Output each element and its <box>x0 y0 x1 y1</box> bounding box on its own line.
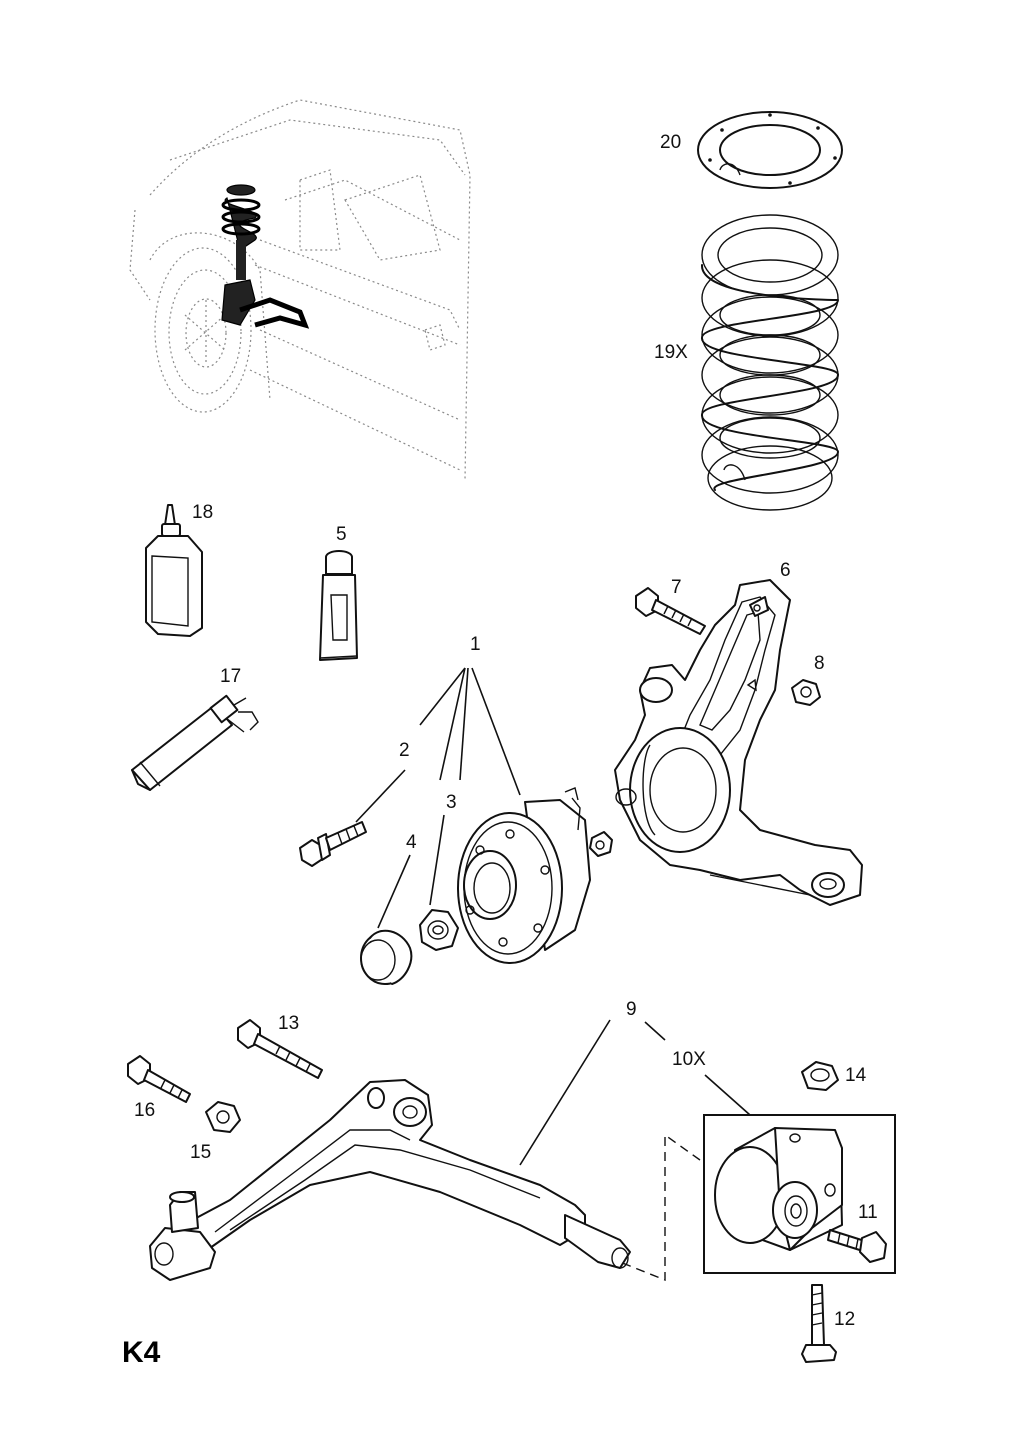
knuckle-bolt-7 <box>635 587 706 635</box>
hub-bolt-2 <box>299 821 367 867</box>
callout-17: 17 <box>220 666 241 687</box>
callout-8: 8 <box>814 653 825 674</box>
callout-3: 3 <box>446 792 457 813</box>
callout-10x: 10X <box>672 1049 706 1070</box>
callout-5: 5 <box>336 524 347 545</box>
grease-tube-5 <box>319 550 358 661</box>
coil-spring-19x <box>700 214 840 511</box>
sealant-tube-17 <box>131 694 259 791</box>
diagram-code: K4 <box>122 1336 161 1369</box>
strut-assembly-silhouette <box>221 184 310 329</box>
callout-11: 11 <box>858 1202 878 1223</box>
hub-nut-3 <box>419 909 459 951</box>
callout-19x: 19X <box>654 342 688 363</box>
nut-8 <box>791 679 821 706</box>
callout-6: 6 <box>780 560 791 581</box>
callout-12: 12 <box>834 1309 855 1330</box>
fluid-bottle-18 <box>145 504 203 637</box>
callout-4: 4 <box>406 832 417 853</box>
arm-bolt-13 <box>237 1019 323 1079</box>
vehicle-location-overview <box>129 99 471 481</box>
callout-9: 9 <box>626 999 637 1020</box>
callout-labels: 20 19X 18 5 7 6 8 1 17 2 3 4 9 13 10X 14… <box>122 132 878 1369</box>
nut-14 <box>801 1061 839 1091</box>
lower-control-arm-9 <box>149 1079 631 1281</box>
arm-bolt-16 <box>127 1055 191 1103</box>
dust-cap-4 <box>360 929 413 985</box>
steering-knuckle-6 <box>614 579 863 906</box>
callout-20: 20 <box>660 132 681 153</box>
callout-13: 13 <box>278 1013 299 1034</box>
callout-14: 14 <box>845 1065 867 1086</box>
callout-18: 18 <box>192 502 213 523</box>
callout-2: 2 <box>399 740 410 761</box>
callout-1: 1 <box>470 634 481 655</box>
callout-15: 15 <box>190 1142 211 1163</box>
nut-15 <box>205 1101 241 1133</box>
leader-lines <box>355 667 751 1282</box>
spring-insulator-20 <box>697 111 843 189</box>
callout-16: 16 <box>134 1100 155 1121</box>
wheel-hub-bearing-1 <box>457 787 613 964</box>
bushing-bolt-12 <box>801 1284 837 1363</box>
bushing-bolt-11 <box>827 1229 887 1263</box>
callout-7: 7 <box>671 577 682 598</box>
